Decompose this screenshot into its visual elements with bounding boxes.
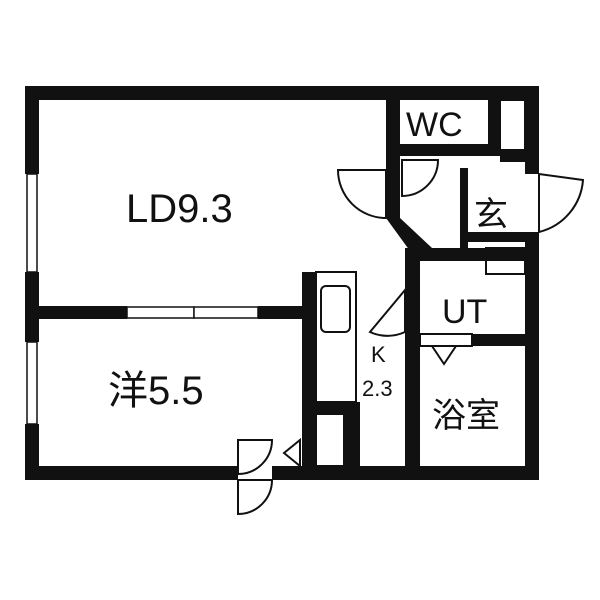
door-front xyxy=(538,172,585,234)
wall-ut-bath xyxy=(472,334,539,346)
wall-ld-western-left xyxy=(25,306,127,319)
wall-entrance-left xyxy=(386,158,400,218)
room-label-western: 洋5.5 xyxy=(108,369,204,413)
room-label-ld: LD9.3 xyxy=(126,187,233,231)
door-western-exterior xyxy=(237,479,274,516)
wall-right-lower xyxy=(525,232,539,480)
marker-bath-vent xyxy=(430,345,458,366)
wall-kitchen-stub xyxy=(344,402,360,466)
wall-ut-top xyxy=(405,248,539,261)
wall-right-closet-bottom xyxy=(500,150,539,162)
wall-bottom-left xyxy=(25,466,238,480)
wall-wc-right xyxy=(488,86,500,156)
room-label-wc: WC xyxy=(406,106,463,144)
room-label-entrance: 玄 xyxy=(474,196,508,234)
wall-entrance-right xyxy=(460,168,468,248)
sink-basin xyxy=(320,285,351,333)
closet-bar xyxy=(499,99,526,151)
interior-walls xyxy=(25,86,539,480)
door-ld xyxy=(336,169,387,220)
window-ld xyxy=(26,173,38,273)
wall-entrance-step xyxy=(468,232,525,242)
room-label-utility: UT xyxy=(442,293,487,331)
kitchen-counter xyxy=(315,271,357,403)
marker-kitchen-vent xyxy=(282,437,301,469)
ut-threshold xyxy=(419,333,473,347)
wall-top xyxy=(25,86,539,100)
wall-wc-bottom xyxy=(386,144,490,156)
counter-outline xyxy=(315,271,357,403)
room-label-kitchen-letter: K xyxy=(371,342,386,367)
sliding-door-right xyxy=(193,306,259,319)
window-western xyxy=(26,341,38,425)
door-ut xyxy=(368,287,406,337)
markers xyxy=(282,345,458,469)
wall-kitchen-left xyxy=(302,272,316,480)
door-western xyxy=(237,439,274,476)
windows-left xyxy=(26,173,38,425)
doors xyxy=(237,159,585,516)
sliding-doors xyxy=(126,306,259,319)
fridge-space xyxy=(315,413,345,467)
wall-ut-left xyxy=(405,248,420,480)
wall-left-upper xyxy=(25,86,39,174)
wall-wc-left xyxy=(386,86,400,158)
room-label-kitchen-size: 2.3 xyxy=(362,376,393,401)
room-label-bath: 浴室 xyxy=(432,397,500,435)
shoe-closet xyxy=(485,247,526,275)
door-wc xyxy=(401,159,440,198)
wall-ld-western-right xyxy=(258,306,316,319)
sliding-door-left xyxy=(126,306,195,319)
